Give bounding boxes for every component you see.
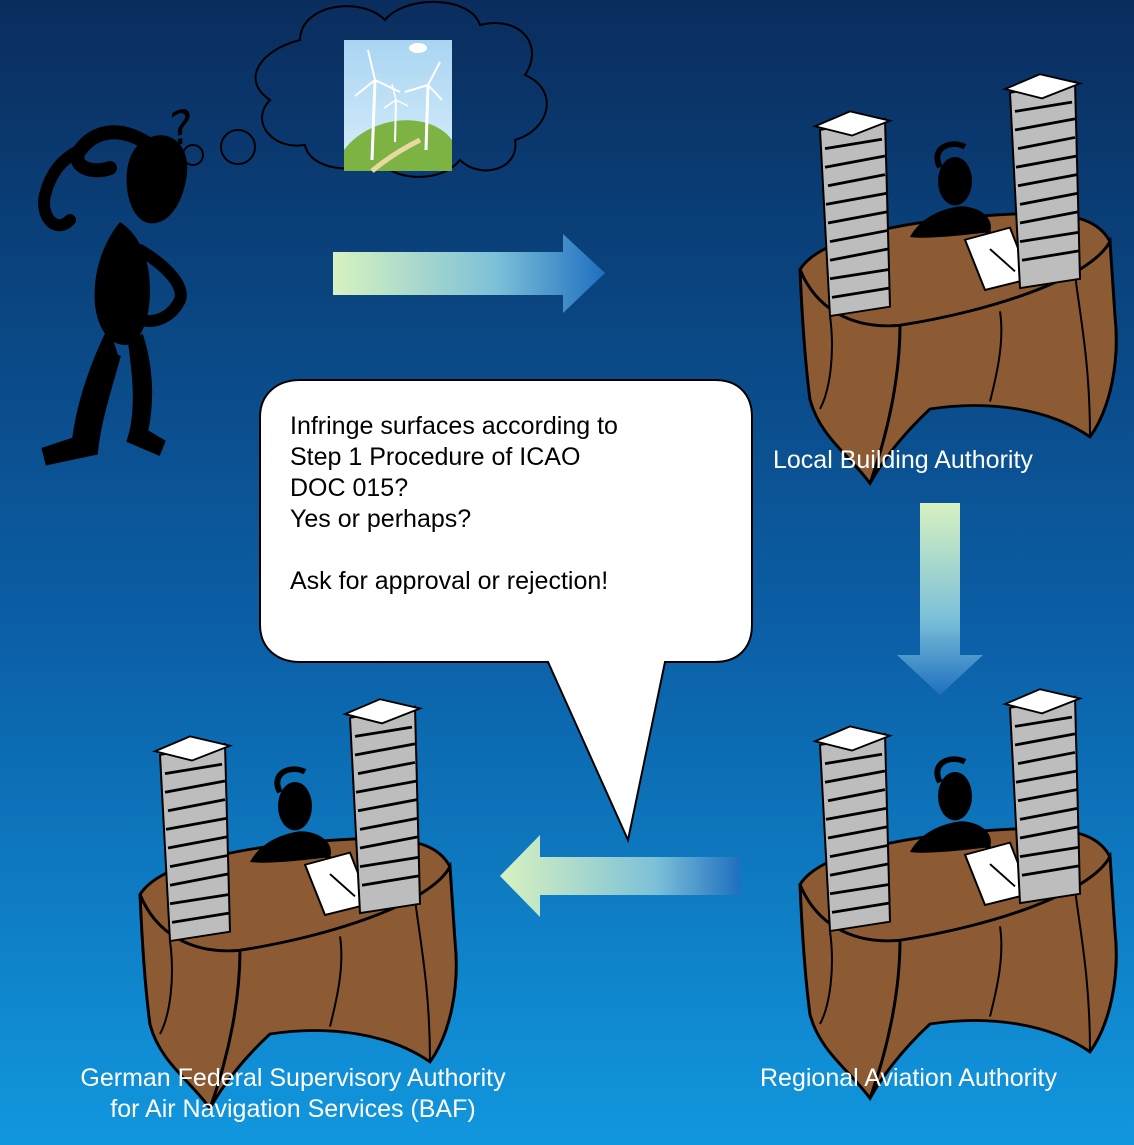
bubble-line-1: Infringe surfaces according to	[290, 412, 618, 440]
federal-authority-label-line-2: for Air Navigation Services (BAF)	[110, 1095, 476, 1123]
arrow-left	[500, 835, 740, 917]
local-building-authority-label: Local Building Authority	[773, 446, 1033, 474]
wind-turbine-picture	[344, 40, 452, 173]
regional-aviation-authority-label: Regional Aviation Authority	[760, 1064, 1057, 1092]
speech-bubble	[259, 379, 753, 844]
thinking-person-figure: ?	[38, 99, 198, 466]
bubble-line-4: Yes or perhaps?	[290, 505, 472, 533]
bubble-line-5: Ask for approval or rejection!	[290, 567, 609, 595]
arrow-down	[897, 503, 983, 695]
bubble-line-3: DOC 015?	[290, 474, 409, 502]
arrow-right	[333, 234, 605, 313]
speech-bubble-text: Infringe surfaces according to Step 1 Pr…	[290, 411, 730, 597]
thought-bubble	[162, 0, 548, 178]
federal-authority-label-line-1: German Federal Supervisory Authority	[80, 1064, 506, 1092]
bubble-line-2: Step 1 Procedure of ICAO	[290, 443, 581, 471]
